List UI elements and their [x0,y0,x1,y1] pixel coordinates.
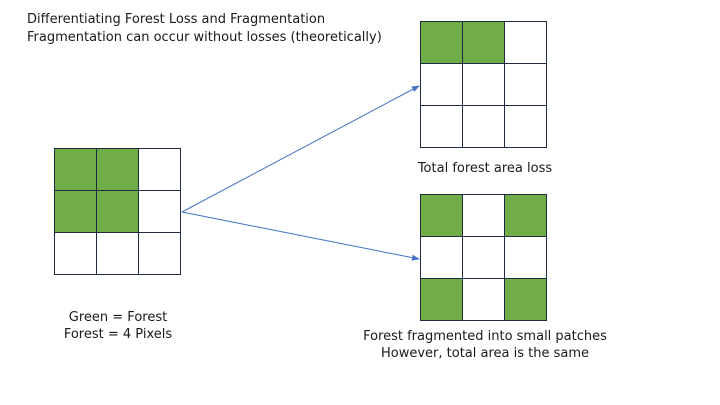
empty-pixel [55,233,97,275]
empty-pixel [505,237,547,279]
empty-pixel [505,22,547,64]
forest-loss-grid [420,21,547,148]
forest-pixel [505,279,547,321]
legend-green-forest: Green = Forest [68,310,168,325]
forest-pixel [421,22,463,64]
empty-pixel [463,195,505,237]
empty-pixel [463,64,505,106]
empty-pixel [505,106,547,148]
forest-pixel [421,279,463,321]
empty-pixel [463,279,505,321]
forest-pixel-count: Forest = 4 Pixels [63,327,173,342]
fragmented-grid-caption: Forest fragmented into small patches How… [350,328,620,362]
fragmented-caption-line-2: However, total area is the same [380,346,590,361]
forest-pixel [55,149,97,191]
forest-pixel [505,195,547,237]
empty-pixel [139,149,181,191]
original-grid-caption: Green = Forest Forest = 4 Pixels [48,309,188,343]
original-forest-grid [54,148,181,275]
forest-pixel [97,149,139,191]
empty-pixel [139,233,181,275]
empty-pixel [97,233,139,275]
empty-pixel [505,64,547,106]
loss-caption-text: Total forest area loss [417,161,553,176]
title-line-1: Differentiating Forest Loss and Fragment… [27,12,326,27]
fragmented-caption-line-1: Forest fragmented into small patches [363,329,607,344]
arrow-to-fragmented [181,211,420,261]
forest-pixel [97,191,139,233]
diagram-title: Differentiating Forest Loss and Fragment… [27,11,382,47]
empty-pixel [139,191,181,233]
forest-pixel [463,22,505,64]
empty-pixel [463,237,505,279]
empty-pixel [463,106,505,148]
loss-grid-caption: Total forest area loss [405,160,565,177]
arrow-to-loss [181,85,420,213]
forest-pixel [55,191,97,233]
title-line-2: Fragmentation can occur without losses (… [27,30,382,45]
empty-pixel [421,64,463,106]
forest-pixel [421,195,463,237]
forest-fragmented-grid [420,194,547,321]
empty-pixel [421,106,463,148]
empty-pixel [421,237,463,279]
